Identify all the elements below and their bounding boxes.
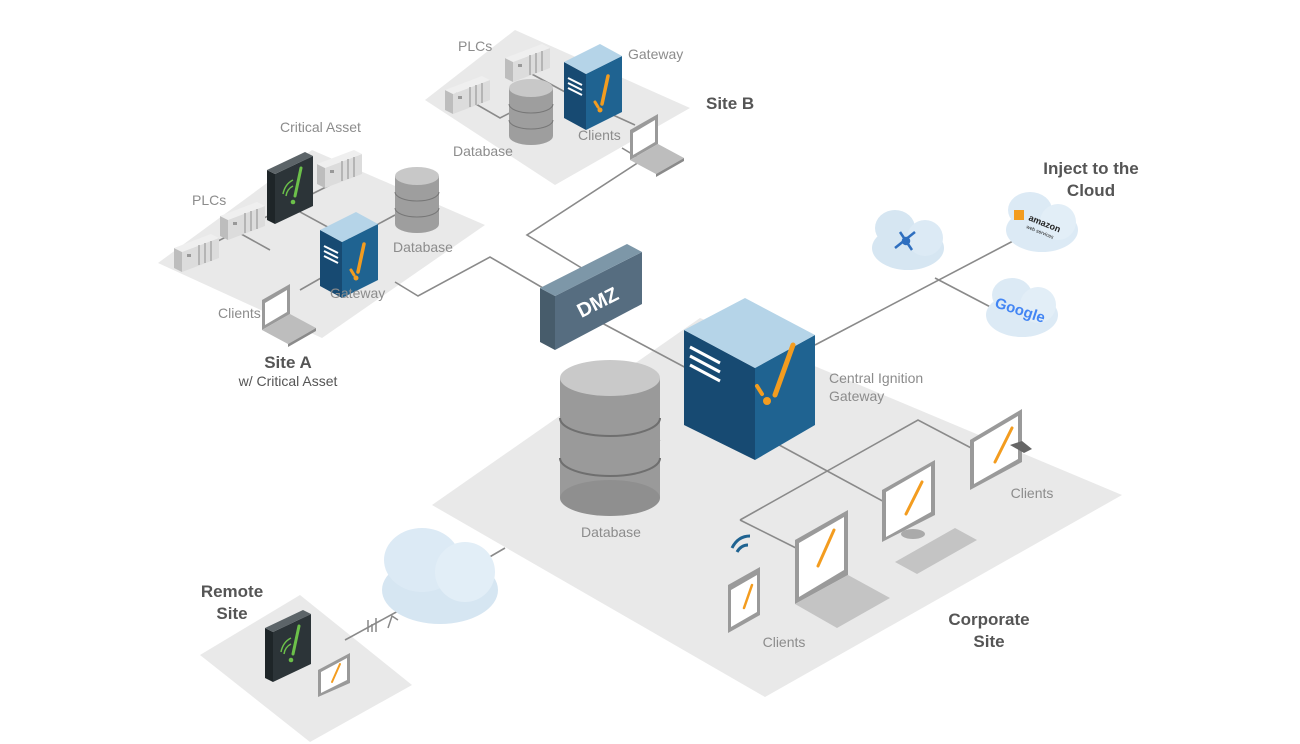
remote-title-line1: Remote (201, 582, 263, 601)
keyboard-icon (895, 528, 977, 574)
site-b-database-label: Database (453, 143, 513, 159)
site-a-plcs-label: PLCs (192, 192, 226, 208)
central-gateway-label-line1: Central Ignition (829, 370, 923, 386)
site-b-platform (425, 30, 690, 185)
site-a-subtitle: w/ Critical Asset (238, 373, 338, 389)
touch-monitor-client-icon (970, 409, 1032, 490)
central-database-label: Database (581, 524, 641, 540)
dmz-firewall-icon: DMZ (540, 244, 642, 350)
site-b-plcs-label: PLCs (458, 38, 492, 54)
central-database-icon (559, 360, 661, 516)
corporate-clients-right-label: Clients (1011, 485, 1054, 501)
internet-cloud-icon (382, 528, 498, 624)
site-b-title: Site B (706, 94, 754, 113)
laptop-client-icon (795, 510, 890, 628)
site-a-gateway-label: Gateway (330, 285, 385, 301)
iot-cloud-icon (872, 210, 944, 270)
site-a-title: Site A (264, 353, 312, 372)
site-b-database-icon (508, 79, 554, 145)
remote-title-line2: Site (216, 604, 247, 623)
corporate-clients-bottom-label: Clients (763, 634, 806, 650)
site-a-database-label: Database (393, 239, 453, 255)
wifi-icon (730, 534, 751, 553)
aws-cloud-icon: amazon web services (1006, 192, 1078, 252)
site-b-clients-label: Clients (578, 127, 621, 143)
site-a-clients-label: Clients (218, 305, 261, 321)
cloud-title-line2: Cloud (1067, 181, 1115, 200)
site-b-gateway-label: Gateway (628, 46, 683, 62)
remote-platform (200, 595, 412, 742)
site-a-database-icon (394, 167, 440, 233)
cloud-title-line1: Inject to the (1043, 159, 1138, 178)
central-ignition-gateway-icon (684, 298, 815, 460)
central-gateway-label-line2: Gateway (829, 388, 884, 404)
corporate-title-line2: Site (973, 632, 1004, 651)
desktop-client-icon (882, 460, 977, 574)
antenna-icon (367, 614, 399, 632)
corporate-title-line1: Corporate (948, 610, 1029, 629)
google-cloud-icon: Google (986, 278, 1058, 337)
remote-client-panel-icon (318, 653, 350, 697)
mobile-client-icon (728, 534, 760, 633)
critical-asset-label: Critical Asset (280, 119, 361, 135)
